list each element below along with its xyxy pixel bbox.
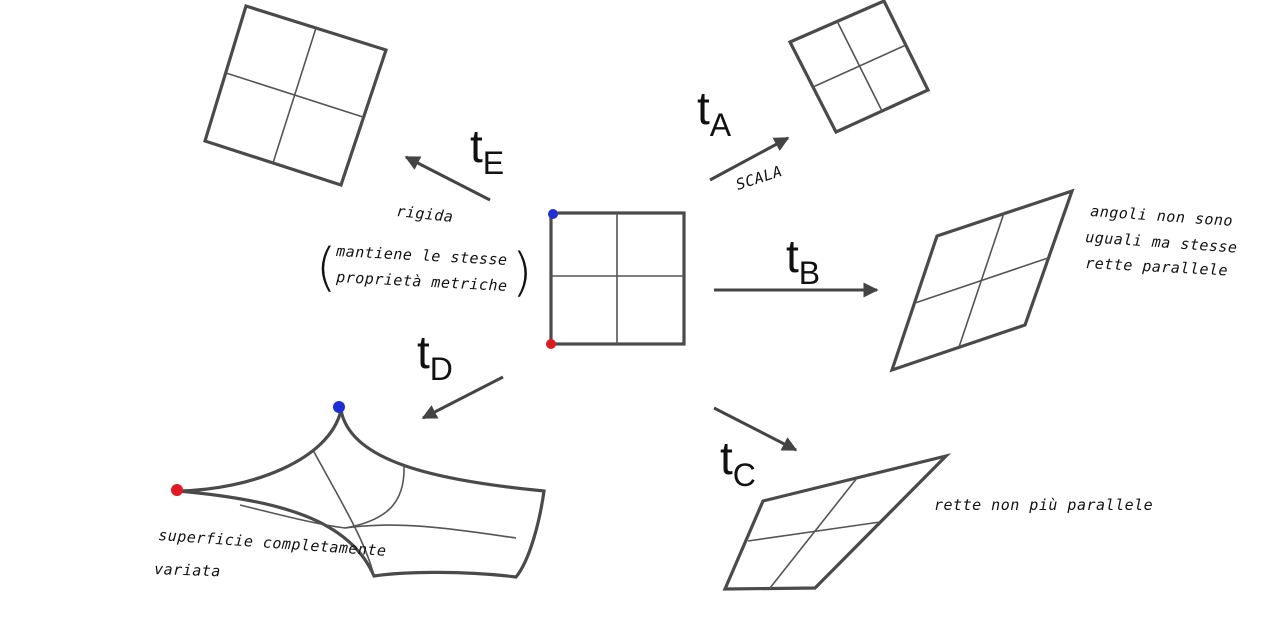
note-projective: rette non più parallele bbox=[934, 496, 1153, 514]
scaled-square bbox=[787, 0, 931, 135]
red-marker bbox=[546, 339, 556, 349]
red-marker bbox=[171, 484, 183, 496]
original-square bbox=[546, 209, 686, 349]
arrow-tA bbox=[709, 136, 790, 182]
blue-marker bbox=[548, 209, 558, 219]
label-tB: tB bbox=[786, 230, 820, 291]
paren-left: ( bbox=[316, 238, 336, 298]
blue-marker bbox=[333, 401, 345, 413]
arrow-tD bbox=[421, 375, 504, 420]
elastic-surface bbox=[171, 401, 546, 579]
note-affine-line3: rette parallele bbox=[1085, 254, 1229, 279]
note-rigida-line2: proprietà metriche bbox=[335, 268, 508, 295]
note-elastic-line1: superficie completamente bbox=[158, 526, 387, 560]
paren-right: ) bbox=[512, 243, 532, 303]
note-elastic-line2: variata bbox=[154, 560, 221, 580]
note-affine-line2: uguali ma stesse bbox=[1085, 228, 1238, 257]
note-affine-line1: angoli non sono bbox=[1090, 202, 1234, 230]
label-tA: tA bbox=[697, 82, 732, 143]
label-tE: tE bbox=[470, 120, 504, 181]
arrow-tE bbox=[404, 155, 491, 202]
arrow-tC bbox=[713, 406, 798, 452]
note-rigida: rigida bbox=[396, 202, 455, 226]
label-tD: tD bbox=[417, 326, 453, 387]
affine-parallelogram bbox=[889, 188, 1075, 373]
note-scala: SCALA bbox=[734, 162, 785, 194]
label-tC: tC bbox=[720, 432, 756, 493]
projective-quad bbox=[722, 453, 952, 591]
rigid-square bbox=[203, 3, 389, 188]
note-rigida-line1: mantiene le stesse bbox=[335, 242, 508, 269]
